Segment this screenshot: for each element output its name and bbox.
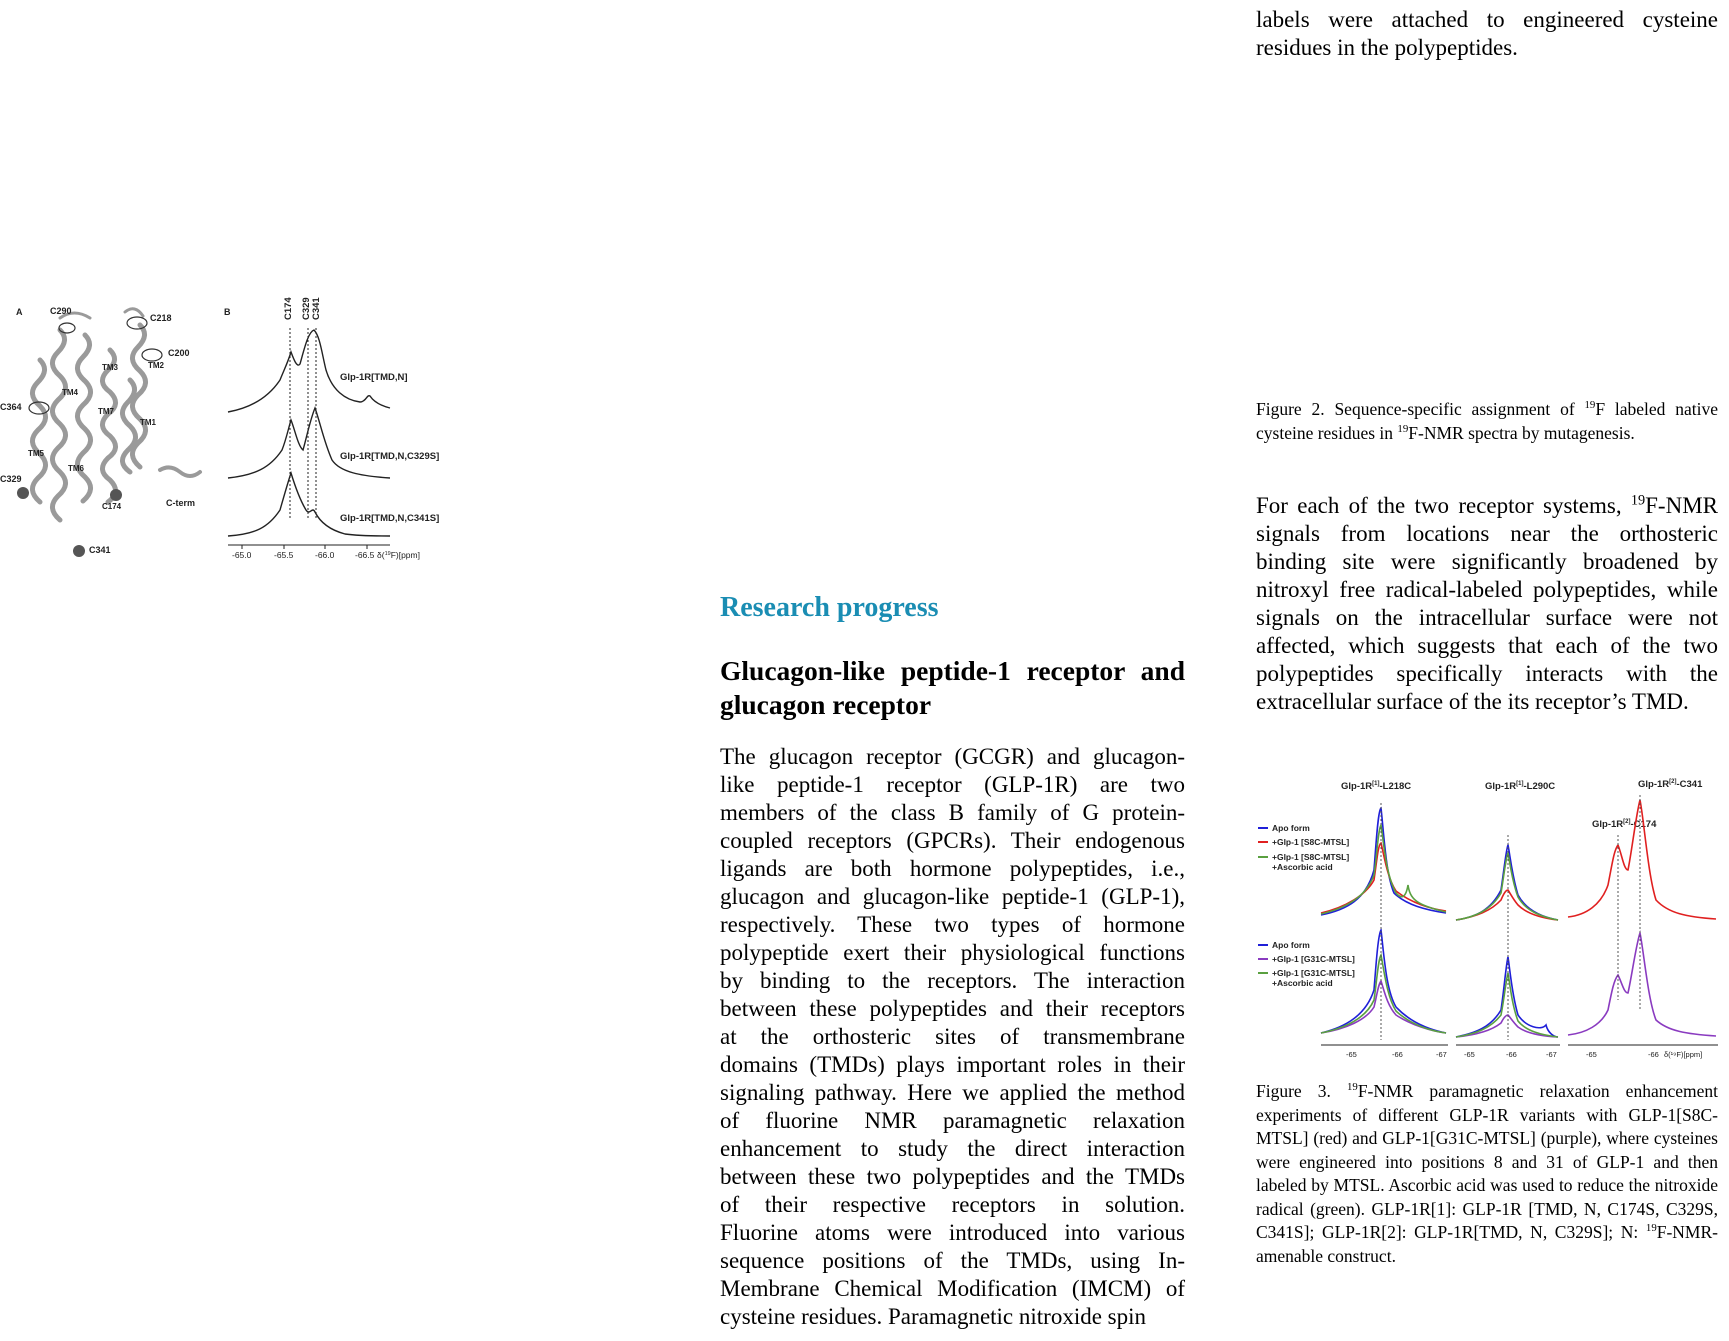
main-paragraph-line: glucagon and glucagon-like peptide-1 (GL… (720, 884, 1185, 909)
label-c200: C200 (168, 348, 190, 358)
cysteine-markers (28, 316, 163, 415)
label-c174-peak: Glp-1R[2]-C174 (1592, 819, 1657, 830)
col-title-c341: Glp-1R[2]-C341 (1638, 779, 1703, 790)
article-title: Glucagon-like peptide-1 receptor and glu… (720, 655, 1185, 720)
x-axis (228, 544, 390, 549)
panel-a-label: A (16, 307, 23, 317)
main-paragraph-line: sequence positions of the TMDs, using In… (720, 1248, 1185, 1273)
label-tm3: TM3 (102, 363, 119, 372)
peak-label-c174: C174 (283, 297, 294, 320)
fig3-tick-2-67: -67 (1546, 1050, 1557, 1059)
trace-label-2: Glp-1R[TMD,N,C329S] (340, 451, 439, 462)
legend-bottom: Apo form +Glp-1 [G31C-MTSL] +Glp-1 [G31C… (1258, 940, 1355, 988)
fig3-guides (1380, 795, 1641, 1040)
spectrum-trace-1 (227, 329, 391, 413)
protein-structure (30, 307, 202, 523)
fig3-tick-2-66: -66 (1506, 1050, 1517, 1059)
label-tm4: TM4 (62, 388, 79, 397)
label-c329: C329 (0, 474, 22, 484)
legend-top-s8c-ascorbic: +Glp-1 [S8C-MTSL] (1272, 852, 1349, 862)
fig3-tick-1-65: -65 (1346, 1050, 1357, 1059)
fig3-tick-1-67: -67 (1436, 1050, 1447, 1059)
main-paragraph-line: by binding to the receptors. The interac… (720, 968, 1185, 993)
label-tm2: TM2 (148, 361, 165, 370)
col-title-l290c: Glp-1R[1]-L290C (1485, 781, 1555, 792)
label-c341: C341 (89, 545, 111, 555)
main-paragraph-line: at the orthosteric sites of transmembran… (720, 1024, 1185, 1049)
x-tick-65-0: -65.0 (232, 550, 252, 560)
main-paragraph-line: of their respective receptors in solutio… (720, 1192, 1185, 1217)
figure-2-svg: A C290 C218 C200 TM2 TM3 TM4 C364 TM7 TM… (0, 297, 439, 560)
section-heading: Research progress (720, 592, 939, 623)
figure-2-caption: Figure 2. Sequence-specific assignment o… (1256, 399, 1718, 443)
x-tick-66-5: -66.5 (355, 550, 375, 560)
fig3-tick-2-65: -65 (1464, 1050, 1475, 1059)
figure-3-svg: Glp-1R[1]-L218C Glp-1R[1]-L290C Glp-1R[2… (1258, 779, 1718, 1059)
peak-guides (289, 328, 317, 518)
nmr-spectra (227, 329, 391, 537)
fig3-tick-3-66: -66 (1648, 1050, 1659, 1059)
main-paragraph-line: between these polypeptides and their rec… (720, 996, 1185, 1021)
main-paragraph-line: between these two polypeptides and the T… (720, 1164, 1185, 1189)
figure-2: A C290 C218 C200 TM2 TM3 TM4 C364 TM7 TM… (0, 290, 470, 570)
figure-3-caption: Figure 3. 19F-NMR paramagnetic relaxatio… (1256, 1081, 1718, 1266)
label-c-term: C-term (166, 498, 195, 508)
results-paragraph: For each of the two receptor systems, 19… (1256, 492, 1718, 714)
main-paragraph-line: of fluorine NMR paramagnetic relaxation (720, 1108, 1185, 1133)
legend-top-s8c: +Glp-1 [S8C-MTSL] (1272, 837, 1349, 847)
main-paragraph: The glucagon receptor (GCGR) and glucago… (720, 743, 1185, 1331)
trace-label-3: Glp-1R[TMD,N,C341S] (340, 513, 439, 524)
main-paragraph-line: cysteine residues. Paramagnetic nitroxid… (720, 1304, 1147, 1329)
main-paragraph-line: signaling pathway. Here we applied the m… (720, 1080, 1185, 1105)
fig3-tick-3-65: -65 (1586, 1050, 1597, 1059)
label-c174: C174 (102, 502, 122, 511)
main-paragraph-line: Fluorine atoms were introduced into vari… (720, 1220, 1185, 1245)
spectrum-trace-3 (227, 470, 391, 537)
peak-label-c329: C329 (301, 297, 312, 320)
label-tm6: TM6 (68, 464, 85, 473)
legend-bottom-g31c-ascorbic: +Glp-1 [G31C-MTSL] (1272, 968, 1355, 978)
label-tm5: TM5 (28, 449, 45, 458)
legend-bottom-g31c: +Glp-1 [G31C-MTSL] (1272, 954, 1355, 964)
intro-continuation: labels were attached to engineered cyste… (1256, 7, 1718, 60)
main-paragraph-line: polypeptide exert their physiological fu… (720, 940, 1185, 965)
trace-label-1: Glp-1R[TMD,N] (340, 372, 408, 383)
main-paragraph-line: coupled receptors (GPCRs). Their endogen… (720, 828, 1185, 853)
col-title-l218c: Glp-1R[1]-L218C (1341, 781, 1411, 792)
x-tick-66-0: -66.0 (315, 550, 335, 560)
label-tm7: TM7 (98, 407, 115, 416)
legend-top: Apo form +Glp-1 [S8C-MTSL] +Glp-1 [S8C-M… (1258, 823, 1349, 872)
spectra-c341 (1567, 799, 1717, 1037)
main-paragraph-line: respectively. These two types of hormone (720, 912, 1185, 937)
legend-bottom-ascorbic: +Ascorbic acid (1272, 978, 1333, 988)
x-axis-unit: δ(19F)[ppm] (377, 550, 420, 560)
label-tm1: TM1 (140, 418, 157, 427)
x-tick-65-5: -65.5 (274, 550, 294, 560)
fig3-tick-1-66: -66 (1392, 1050, 1403, 1059)
spectra-l290c (1455, 842, 1559, 1038)
label-c290: C290 (50, 306, 72, 316)
legend-bottom-apo: Apo form (1272, 940, 1310, 950)
main-paragraph-line: domains (TMDs) plays important roles in … (720, 1052, 1185, 1077)
main-paragraph-line: enhancement to study the direct interact… (720, 1136, 1185, 1161)
legend-top-apo: Apo form (1272, 823, 1310, 833)
fig3-x-unit: δ(¹⁹F)[ppm] (1664, 1050, 1702, 1059)
label-c364: C364 (0, 402, 22, 412)
figure-3: Glp-1R[1]-L218C Glp-1R[1]-L290C Glp-1R[2… (1256, 775, 1718, 1065)
legend-top-ascorbic: +Ascorbic acid (1272, 862, 1333, 872)
peak-label-c341: C341 (311, 297, 322, 320)
main-paragraph-line: like peptide-1 receptor (GLP-1R) are two (720, 772, 1185, 797)
main-paragraph-line: Membrane Chemical Modification (IMCM) of (720, 1276, 1185, 1301)
sphere-markers (17, 487, 122, 557)
panel-b-label: B (224, 307, 231, 317)
spectrum-trace-2 (227, 406, 391, 479)
main-paragraph-line: The glucagon receptor (GCGR) and glucago… (720, 744, 1185, 769)
label-c218: C218 (150, 313, 172, 323)
main-paragraph-line: ligands are both hormone polypeptides, i… (720, 856, 1185, 881)
main-paragraph-line: members of the class B family of G prote… (720, 800, 1185, 825)
